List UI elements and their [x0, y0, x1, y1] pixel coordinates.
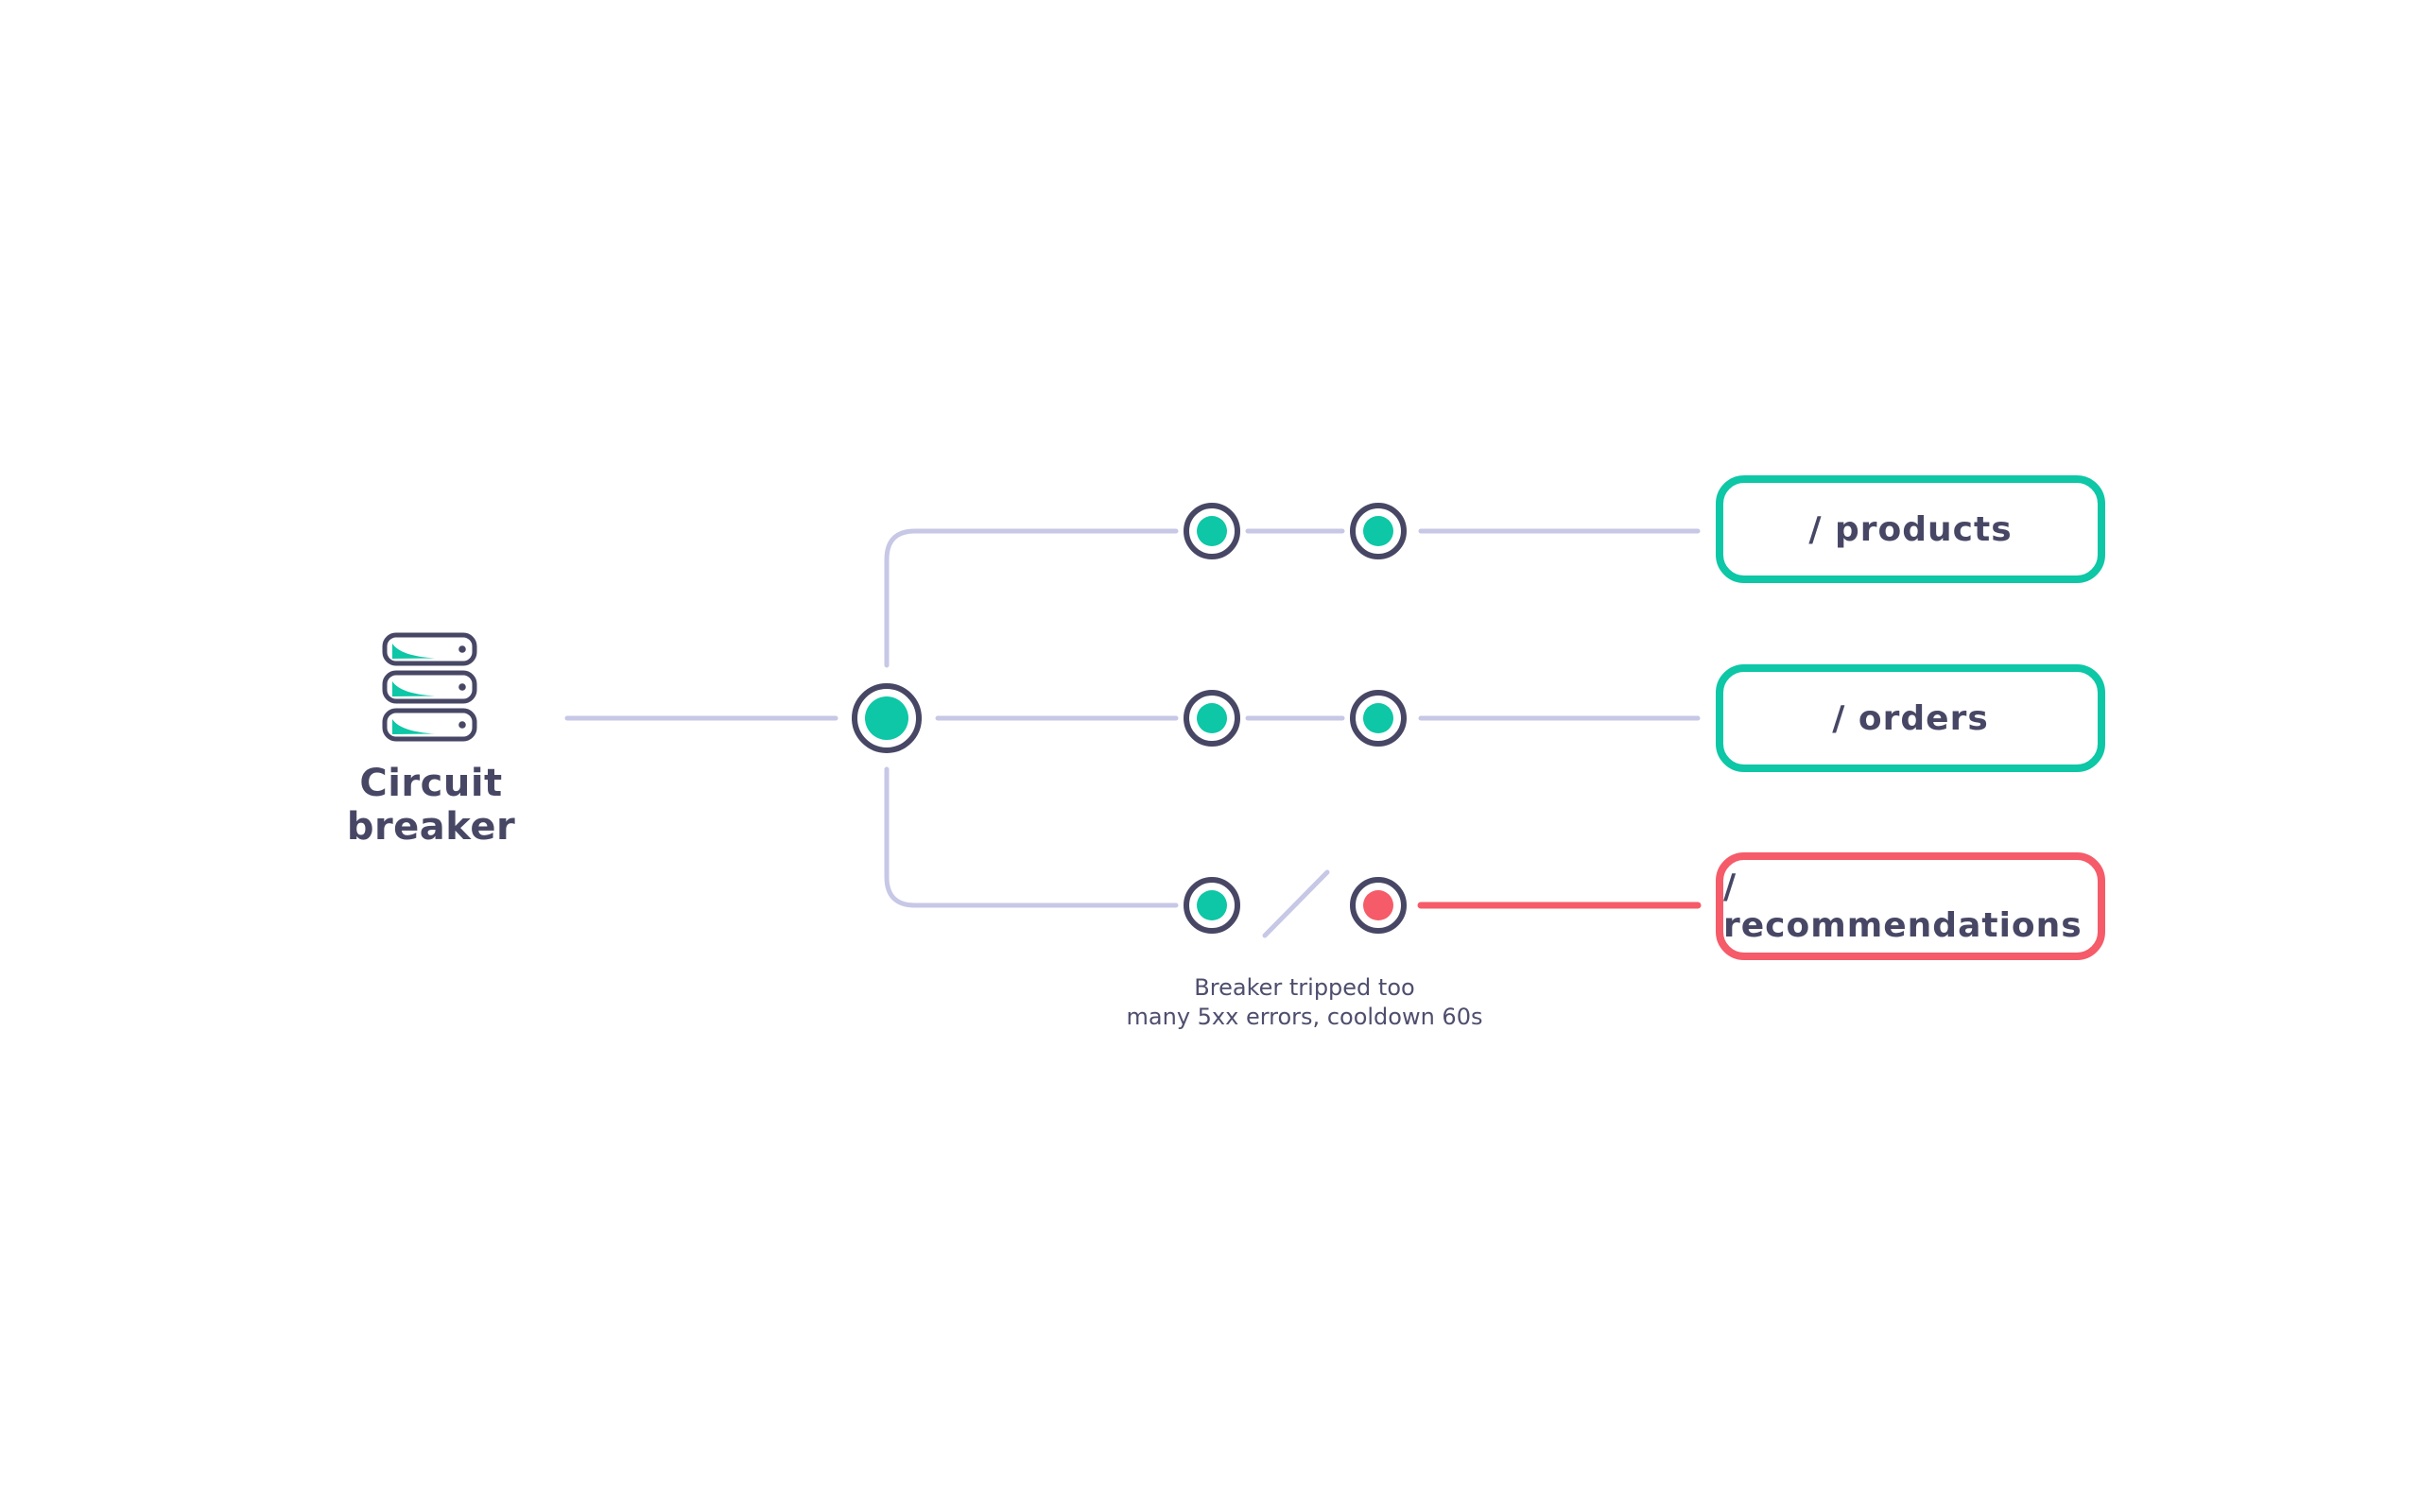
caption-line-2: many 5xx errors, cooldown 60s — [1126, 1004, 1483, 1030]
caption-line-1: Breaker tripped too — [1194, 974, 1415, 1001]
products-path-dots — [1184, 503, 1407, 559]
circuit-breaker-label: Circuit breaker — [346, 762, 516, 849]
connector-branch-recommendations — [884, 766, 1179, 908]
healthy-dot-icon — [1184, 690, 1240, 747]
endpoint-recommendations-label: / recommendations — [1723, 868, 2083, 945]
healthy-dot-icon — [1184, 503, 1240, 559]
connector-lines — [564, 528, 1701, 938]
breaker-open-slash-icon — [1262, 869, 1330, 938]
recommendations-path-dots — [1184, 877, 1407, 934]
healthy-dot-icon — [1184, 877, 1240, 934]
orders-path-dots — [1184, 690, 1407, 747]
failed-dot-icon — [1350, 877, 1407, 934]
breaker-tripped-caption: Breaker tripped too many 5xx errors, coo… — [1087, 973, 1522, 1032]
server-stack-icon — [382, 632, 477, 742]
healthy-dot-icon — [1350, 690, 1407, 747]
endpoint-orders: / orders — [1716, 664, 2105, 772]
connector-branch-products — [884, 528, 1179, 668]
endpoint-products: / products — [1716, 475, 2105, 583]
endpoint-products-label: / products — [1808, 509, 2013, 549]
breaker-node-icon — [852, 683, 922, 753]
endpoint-orders-label: / orders — [1832, 698, 1989, 738]
endpoint-recommendations: / recommendations — [1716, 852, 2105, 960]
healthy-dot-icon — [1350, 503, 1407, 559]
